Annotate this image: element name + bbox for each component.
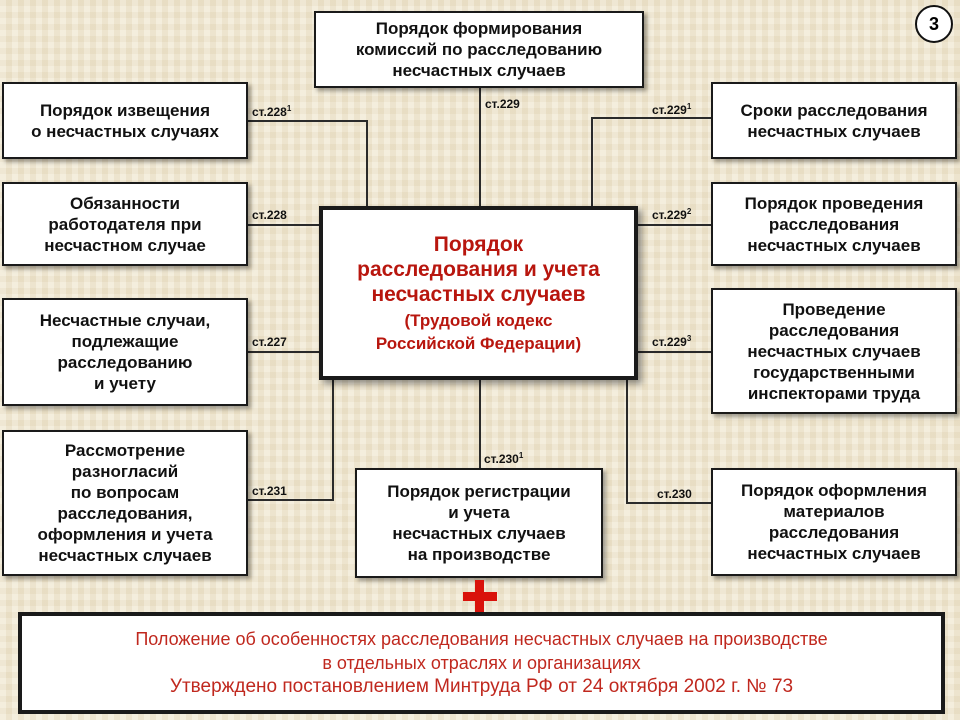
ref-right3-sup: 3 <box>686 334 692 343</box>
center-title: Порядок расследования и учета несчастных… <box>357 232 600 306</box>
ref-right1-sup: 1 <box>686 102 692 111</box>
footer-line-2: в отдельных отраслях и организациях <box>322 653 641 673</box>
box-state-inspectors: Проведение расследования несчастных случ… <box>711 288 957 414</box>
ref-left2-base: ст.228 <box>252 208 287 222</box>
box-investigation-terms-text: Сроки расследования несчастных случаев <box>740 100 928 141</box>
box-commission-formation-text: Порядок формирования комиссий по расслед… <box>355 19 603 80</box>
ref-right1-base: ст.229 <box>652 103 687 117</box>
ref-top: ст.229 <box>485 96 520 111</box>
ref-left4: ст.231 <box>252 483 287 498</box>
ref-left2: ст.228 <box>252 207 287 222</box>
ref-bottom-center: ст.2301 <box>484 451 523 466</box>
slide-number: 3 <box>928 13 939 34</box>
box-notification-text: Порядок извещения о несчастных случаях <box>31 100 219 141</box>
ref-right2-sup: 2 <box>686 207 692 216</box>
box-accidents-subject: Несчастные случаи, подлежащие расследова… <box>2 298 248 406</box>
ref-right3: ст.2293 <box>652 334 691 349</box>
ref-right4: ст.230 <box>657 486 692 501</box>
box-documentation: Порядок оформления материалов расследова… <box>711 468 957 576</box>
box-employer-duties: Обязанности работодателя при несчастном … <box>2 182 248 266</box>
ref-left1-base: ст.228 <box>252 105 287 119</box>
box-notification: Порядок извещения о несчастных случаях <box>2 82 248 159</box>
ref-right2-base: ст.229 <box>652 208 687 222</box>
box-employer-duties-text: Обязанности работодателя при несчастном … <box>44 193 206 255</box>
ref-right2: ст.2292 <box>652 207 691 222</box>
box-state-inspectors-text: Проведение расследования несчастных случ… <box>747 299 921 403</box>
ref-left1: ст.2281 <box>252 104 291 119</box>
ref-left1-sup: 1 <box>286 104 292 113</box>
connector-left4 <box>248 380 334 501</box>
box-registration: Порядок регистрации и учета несчастных с… <box>355 468 603 578</box>
box-disagreements: Рассмотрение разногласий по вопросам рас… <box>2 430 248 576</box>
box-documentation-text: Порядок оформления материалов расследова… <box>741 481 927 563</box>
box-disagreements-text: Рассмотрение разногласий по вопросам рас… <box>37 441 213 565</box>
center-subtitle: (Трудовой кодекс Российской Федерации) <box>375 310 582 353</box>
ref-bottom-center-base: ст.230 <box>484 452 519 466</box>
ref-top-base: ст.229 <box>485 97 520 111</box>
connector-left1 <box>248 120 368 206</box>
ref-right4-base: ст.230 <box>657 487 692 501</box>
ref-left4-base: ст.231 <box>252 484 287 498</box>
box-accidents-subject-text: Несчастные случаи, подлежащие расследова… <box>39 311 211 393</box>
plus-icon <box>463 580 497 614</box>
ref-right3-base: ст.229 <box>652 335 687 349</box>
center-main-box: Порядок расследования и учета несчастных… <box>319 206 638 380</box>
ref-left3: ст.227 <box>252 334 287 349</box>
slide-number-badge: 3 <box>915 5 953 43</box>
ref-right1: ст.2291 <box>652 102 691 117</box>
footer-line-1: Положение об особенностях расследования … <box>135 629 828 649</box>
regulation-footer-box: Положение об особенностях расследования … <box>18 612 945 714</box>
box-commission-formation: Порядок формирования комиссий по расслед… <box>314 11 644 88</box>
box-registration-text: Порядок регистрации и учета несчастных с… <box>387 482 571 564</box>
ref-bottom-center-sup: 1 <box>518 451 524 460</box>
footer-line-3: Утверждено постановлением Минтруда РФ от… <box>169 676 794 697</box>
box-investigation-terms: Сроки расследования несчастных случаев <box>711 82 957 159</box>
ref-left3-base: ст.227 <box>252 335 287 349</box>
box-investigation-procedure: Порядок проведения расследования несчаст… <box>711 182 957 266</box>
connector-right4 <box>626 380 711 504</box>
connector-right1 <box>591 117 711 206</box>
box-investigation-procedure-text: Порядок проведения расследования несчаст… <box>744 193 924 255</box>
